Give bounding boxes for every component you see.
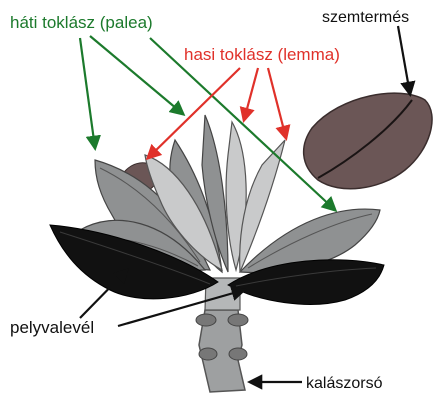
label-glume: pelyvalevél <box>10 318 94 337</box>
lemma-arrow-1 <box>148 68 240 158</box>
label-lemma: hasi toklász (lemma) <box>184 45 340 64</box>
label-grain: szemtermés <box>322 9 409 26</box>
rachis <box>196 278 248 392</box>
label-rachis: kalászorsó <box>306 375 383 392</box>
lemma-arrow-2 <box>244 68 258 120</box>
lemma-arrow-3 <box>268 68 286 138</box>
label-palea: háti toklász (palea) <box>10 13 153 32</box>
grain-arrow <box>398 26 410 94</box>
palea-arrow-2 <box>90 36 183 114</box>
palea-arrow-1 <box>80 38 95 148</box>
grain <box>304 93 432 189</box>
